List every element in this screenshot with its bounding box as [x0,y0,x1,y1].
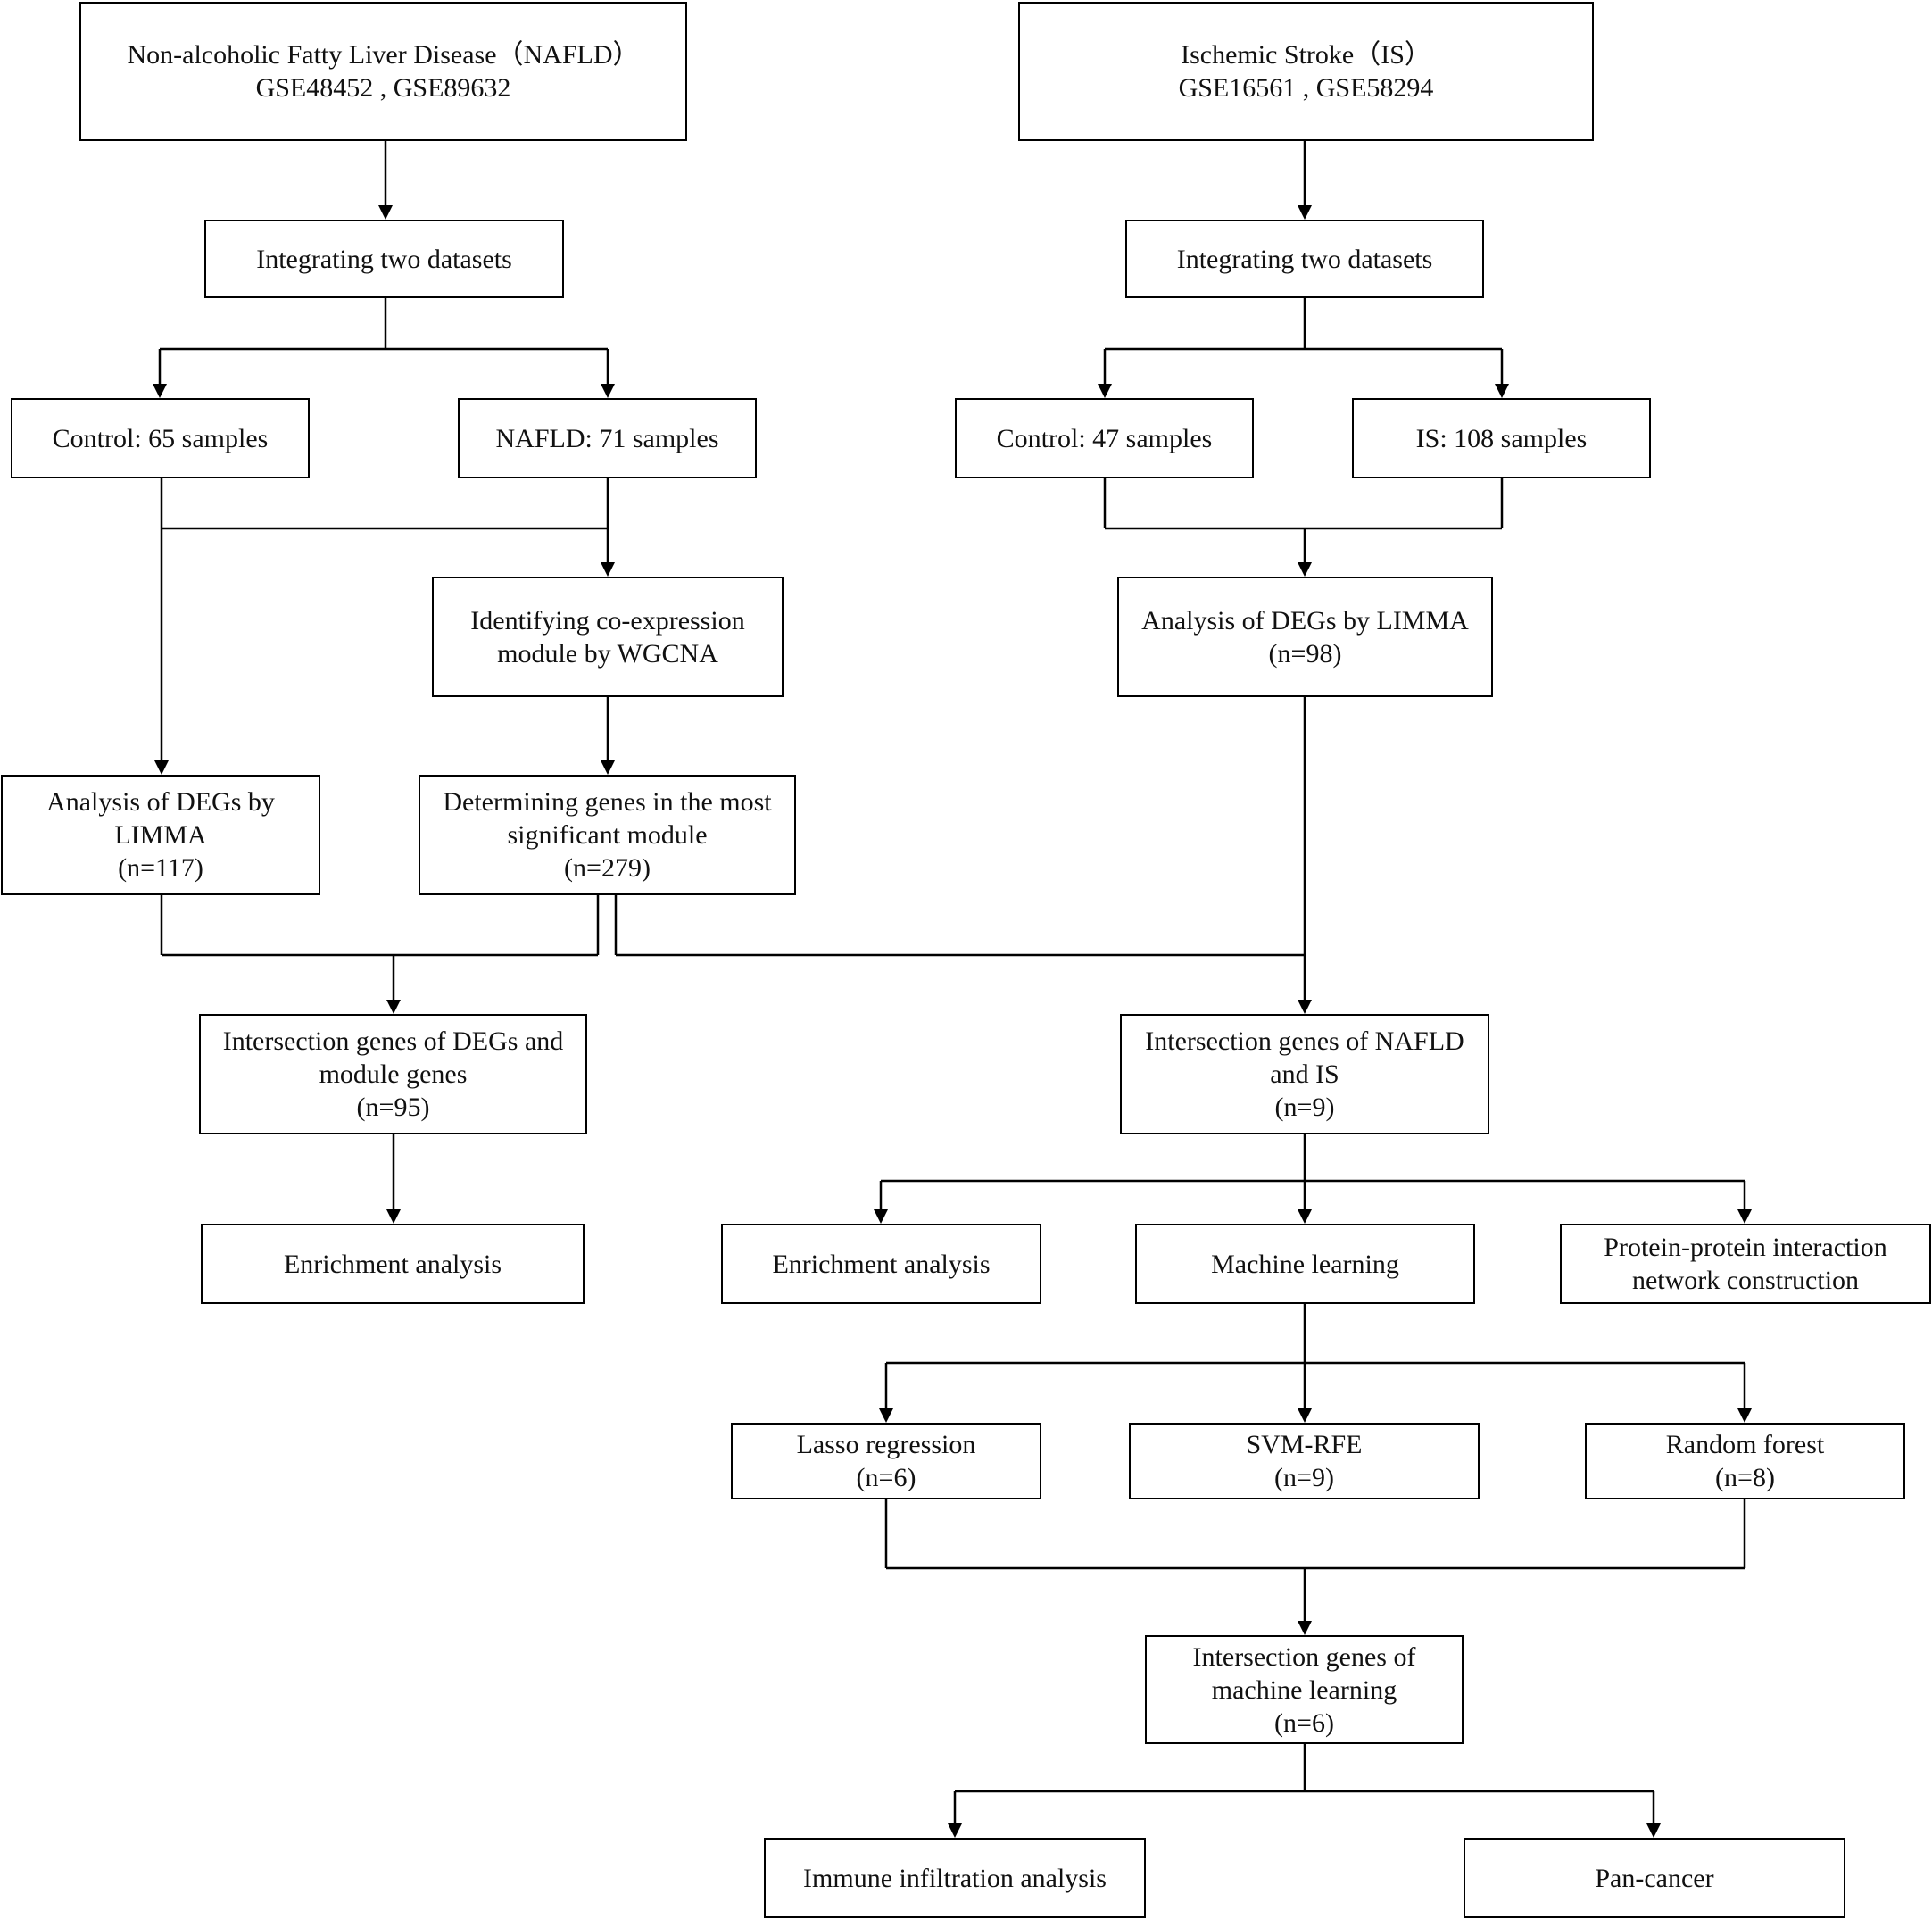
nafld-source-box: Non-alcoholic Fatty Liver Disease（NAFLD）… [79,2,687,141]
wgcna-box: Identifying co-expression module by WGCN… [432,577,784,697]
ml-intersection-box: Intersection genes of machine learning (… [1145,1635,1464,1744]
nafld-control-box: Control: 65 samples [11,398,310,478]
svm-rfe-box: SVM-RFE (n=9) [1129,1423,1480,1499]
module-genes-box: Determining genes in the most significan… [419,775,796,895]
enrichment-right-box: Enrichment analysis [721,1224,1041,1304]
is-control-box: Control: 47 samples [955,398,1254,478]
immune-infiltration-box: Immune infiltration analysis [764,1838,1146,1918]
nafld-is-intersection-box: Intersection genes of NAFLD and IS (n=9) [1120,1014,1489,1134]
random-forest-box: Random forest (n=8) [1585,1423,1905,1499]
nafld-cases-box: NAFLD: 71 samples [458,398,757,478]
lasso-box: Lasso regression (n=6) [731,1423,1041,1499]
enrichment-left-box: Enrichment analysis [201,1224,585,1304]
machine-learning-box: Machine learning [1135,1224,1475,1304]
nafld-limma-box: Analysis of DEGs by LIMMA (n=117) [1,775,320,895]
is-cases-box: IS: 108 samples [1352,398,1651,478]
degs-module-intersection-box: Intersection genes of DEGs and module ge… [199,1014,587,1134]
ppi-network-box: Protein-protein interaction network cons… [1560,1224,1931,1304]
is-limma-box: Analysis of DEGs by LIMMA (n=98) [1117,577,1493,697]
nafld-integrate-box: Integrating two datasets [204,220,564,298]
is-integrate-box: Integrating two datasets [1125,220,1484,298]
pan-cancer-box: Pan-cancer [1464,1838,1845,1918]
is-source-box: Ischemic Stroke（IS） GSE16561 , GSE58294 [1018,2,1594,141]
